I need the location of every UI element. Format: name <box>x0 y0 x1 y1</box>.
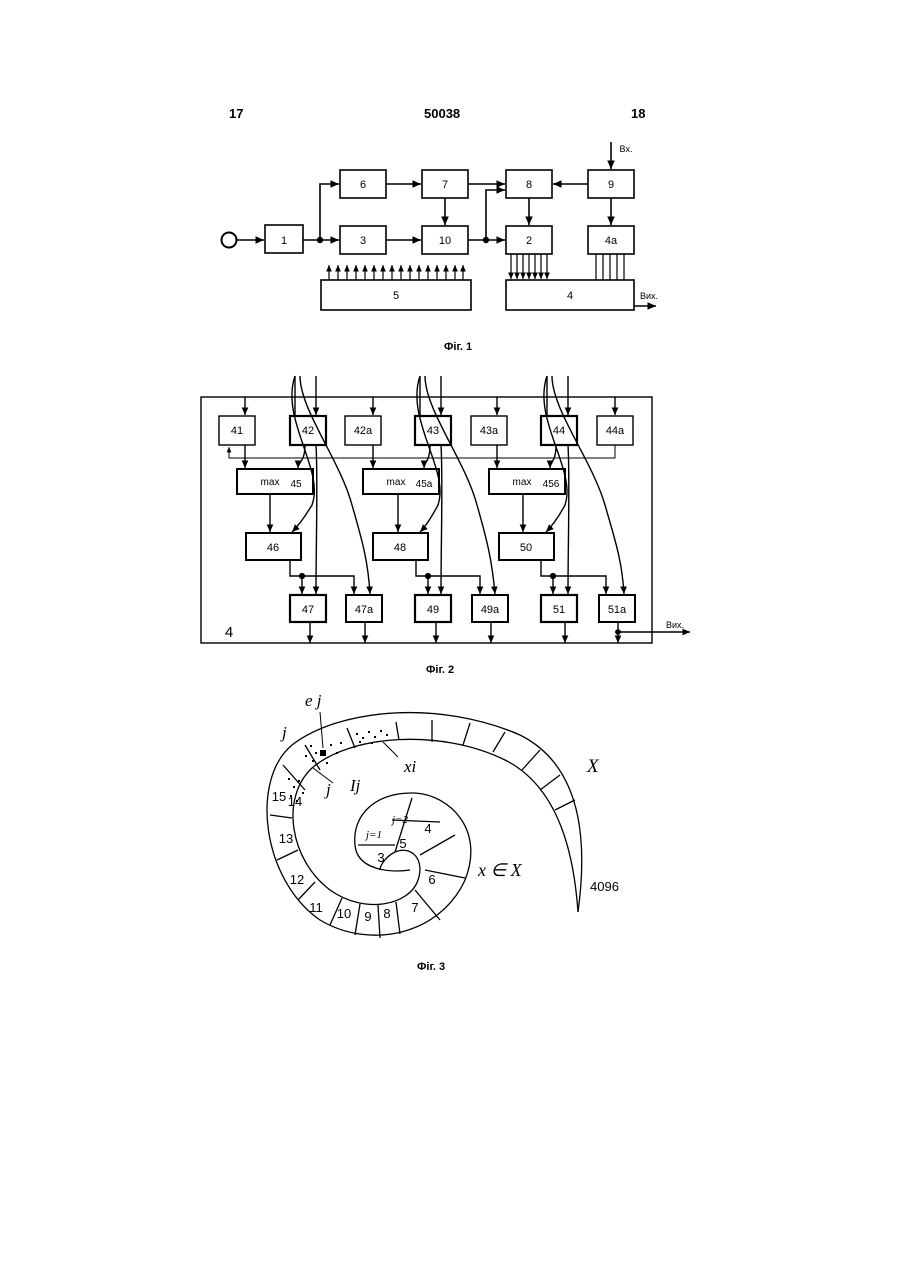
fig3-label-j-top: j <box>280 723 287 742</box>
fig1-label-5: 5 <box>393 290 399 302</box>
fig3-points <box>288 730 388 802</box>
fig1-diagram <box>222 142 657 310</box>
fig2-diagram <box>201 376 690 643</box>
fig2-label-51: 51 <box>553 604 565 616</box>
fig3-seg-5: 5 <box>399 836 406 851</box>
fig3-label-j-mid: j <box>324 780 331 799</box>
fig2-label-43: 43 <box>427 425 439 437</box>
fig3-seg-11: 11 <box>309 900 323 915</box>
fig2-label-42: 42 <box>302 425 314 437</box>
fig2-label-44: 44 <box>553 425 565 437</box>
fig3-caption: Фіг. 3 <box>417 961 445 973</box>
fig3-label-ej: e j <box>305 691 322 710</box>
fig2-max-45: 45 <box>290 479 302 490</box>
fig2-label-41: 41 <box>231 425 243 437</box>
fig2-caption: Фіг. 2 <box>426 664 454 676</box>
fig1-label-4a: 4а <box>605 235 618 247</box>
fig1-label-9: 9 <box>608 179 614 191</box>
fig3-label-j1: j=1 <box>364 829 382 841</box>
fig3-seg-3: 3 <box>377 850 384 865</box>
fig3-seg-9: 9 <box>364 909 371 924</box>
fig3-seg-13: 13 <box>279 831 293 846</box>
fig1-label-8: 8 <box>526 179 532 191</box>
fig2-output-label: Вих. <box>666 620 684 630</box>
fig3-seg-12: 12 <box>290 872 304 887</box>
fig1-input-label: Вх. <box>620 144 633 154</box>
fig1-caption: Фіг. 1 <box>444 341 472 353</box>
fig2-label-47a: 47а <box>355 604 374 616</box>
fig1-label-7: 7 <box>442 179 448 191</box>
fig2-label-50: 50 <box>520 542 532 554</box>
fig3-seg-8: 8 <box>383 906 390 921</box>
fig3-label-x-in-X: x ∈ X <box>477 860 523 880</box>
fig2-max-456: 456 <box>543 479 560 490</box>
fig3-seg-6: 6 <box>428 872 435 887</box>
fig1-label-4: 4 <box>567 290 573 302</box>
fig3-label-4096: 4096 <box>590 879 619 894</box>
fig1-output-label: Вих. <box>640 291 658 301</box>
fig3-seg-7: 7 <box>411 900 418 915</box>
fig2-label-44a: 44а <box>606 425 625 437</box>
fig2-label-47: 47 <box>302 604 314 616</box>
fig2-label-51a: 51а <box>608 604 627 616</box>
fig3-seg-14: 14 <box>288 794 302 809</box>
fig3-seg-4: 4 <box>424 821 431 836</box>
fig1-label-6: 6 <box>360 179 366 191</box>
fig3-label-X: X <box>586 756 600 777</box>
fig2-label-49a: 49а <box>481 604 500 616</box>
fig2-max-45a: 45а <box>416 479 433 490</box>
fig2-max-label-2: max <box>387 477 406 488</box>
fig2-max-label-3: max <box>513 477 532 488</box>
fig2-frame-label: 4 <box>225 624 233 641</box>
fig1-label-2: 2 <box>526 235 532 247</box>
fig2-label-42a: 42а <box>354 425 373 437</box>
fig2-max-label-1: max <box>261 477 280 488</box>
fig2-label-49: 49 <box>427 604 439 616</box>
fig2-label-43a: 43а <box>480 425 499 437</box>
fig3-label-Ij: Ij <box>349 776 361 795</box>
fig3-seg-15: 15 <box>272 789 286 804</box>
fig2-label-48: 48 <box>394 542 406 554</box>
fig1-label-3: 3 <box>360 235 366 247</box>
fig3-label-j2: j=2 <box>390 814 408 826</box>
fig1-label-1: 1 <box>281 235 287 247</box>
fig1-label-10: 10 <box>439 235 451 247</box>
fig3-label-xi: xi <box>403 757 417 776</box>
fig2-label-46: 46 <box>267 542 279 554</box>
fig3-seg-10: 10 <box>337 906 351 921</box>
fig3-labels: e j j j xi Ij X x ∈ X 4096 j=1 j=2 3 4 5… <box>272 691 619 924</box>
